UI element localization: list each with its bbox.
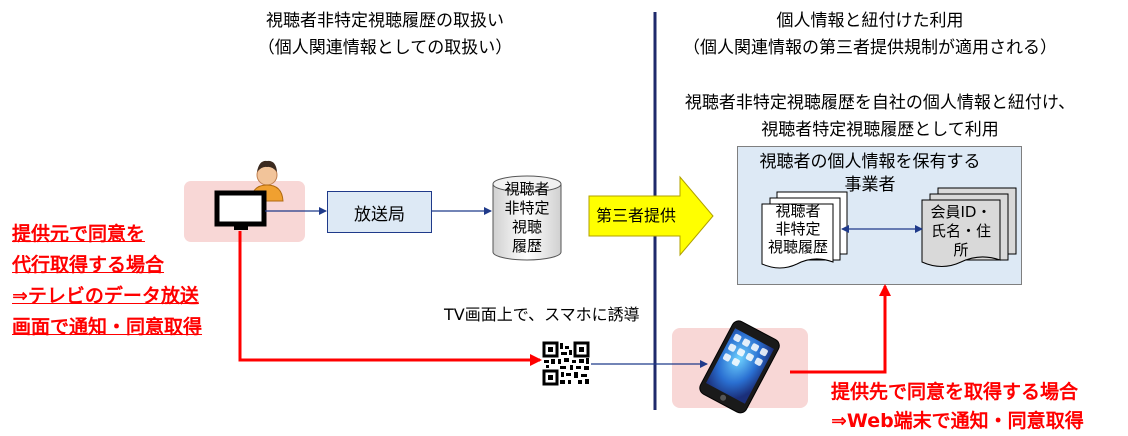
right-consent-note: 提供先で同意を取得する場合 ⇒Web端末で通知・同意取得	[831, 378, 1126, 436]
tv-icon	[214, 190, 267, 230]
left-note-line3: ⇒テレビのデータ放送	[12, 285, 199, 307]
right-description-line1: 視聴者非特定視聴履歴を自社の個人情報と紐付け、	[684, 93, 1076, 113]
broadcaster-box: 放送局	[327, 191, 432, 233]
right-header: 個人情報と紐付けた利用 （個人関連情報の第三者提供規制が適用される）	[660, 8, 1080, 62]
history-database-icon	[492, 175, 562, 261]
operator-box-title: 視聴者の個人情報を保有する 事業者	[740, 151, 1000, 197]
history-document-line3: 視聴履歴	[767, 238, 828, 256]
right-note-line2: ⇒Web端末で通知・同意取得	[831, 410, 1084, 432]
history-database-label-line2: 非特定	[504, 199, 550, 217]
member-document-label: 会員ID・ 氏名・住 所	[922, 203, 1000, 260]
history-database-label-line3: 視聴	[511, 218, 542, 236]
left-header-line2: （個人関連情報としての取扱い）	[257, 38, 513, 58]
right-note-line1: 提供先で同意を取得する場合	[831, 381, 1079, 403]
history-database-label: 視聴者 非特定 視聴 履歴	[493, 180, 561, 256]
right-description-line2: 視聴者特定視聴履歴として利用	[761, 120, 999, 140]
operator-box-title-line1: 視聴者の個人情報を保有する	[759, 152, 981, 172]
member-document-line2: 氏名・住	[930, 222, 991, 240]
history-document-icon	[761, 191, 848, 269]
right-description: 視聴者非特定視聴履歴を自社の個人情報と紐付け、 視聴者特定視聴履歴として利用	[680, 90, 1080, 144]
left-header-line1: 視聴者非特定視聴履歴の取扱い	[266, 11, 504, 31]
history-document-line2: 非特定	[775, 220, 821, 238]
history-document-line1: 視聴者	[775, 202, 821, 220]
history-database-label-line1: 視聴者	[504, 180, 550, 198]
left-note-line4: 画面で通知・同意取得	[12, 316, 203, 338]
history-document-label: 視聴者 非特定 視聴履歴	[762, 202, 834, 256]
qr-caption: TV画面上で、スマホに誘導	[444, 305, 640, 324]
left-header: 視聴者非特定視聴履歴の取扱い （個人関連情報としての取扱い）	[235, 8, 535, 62]
right-header-line2: （個人関連情報の第三者提供規制が適用される）	[683, 38, 1057, 58]
right-header-line1: 個人情報と紐付けた利用	[776, 11, 964, 31]
operator-box-title-line2: 事業者	[844, 175, 896, 195]
phone-consent-line	[790, 284, 891, 374]
left-note-line2: 代行取得する場合	[12, 254, 165, 276]
third-party-arrow	[588, 175, 714, 257]
member-document-line3: 所	[953, 241, 969, 259]
qr-code-icon	[542, 341, 590, 386]
left-consent-note: 提供元で同意を 代行取得する場合 ⇒テレビのデータ放送 画面で通知・同意取得	[12, 220, 237, 342]
third-party-label: 第三者提供	[596, 206, 677, 225]
history-database-label-line4: 履歴	[511, 237, 542, 255]
smartphone-icon	[699, 320, 780, 414]
consent-path-line	[238, 231, 542, 366]
member-document-icon	[921, 187, 1017, 267]
member-document-line1: 会員ID・	[930, 203, 992, 221]
broadcaster-label: 放送局	[354, 204, 405, 225]
left-note-line1: 提供元で同意を	[12, 223, 146, 245]
